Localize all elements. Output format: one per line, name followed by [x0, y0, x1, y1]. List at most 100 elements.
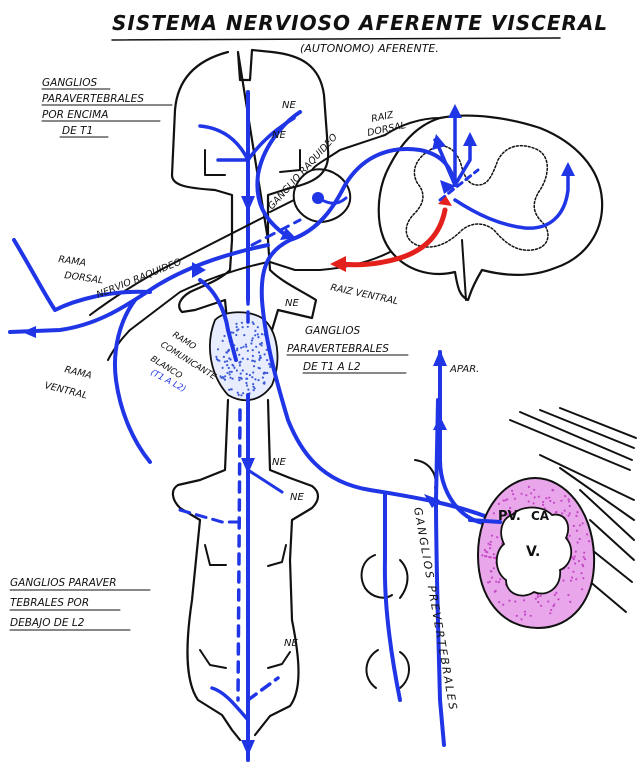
- stipple-dot: [238, 354, 240, 356]
- stipple-dot: [226, 364, 228, 366]
- stipple-dot: [537, 601, 539, 603]
- label-rama-dorsal-1: RAMA: [58, 254, 87, 269]
- stipple-dot: [560, 500, 562, 502]
- stipple-dot: [236, 369, 238, 371]
- label-ga-1: GANGLIOS PARAVER: [10, 577, 117, 589]
- stipple-dot: [259, 357, 261, 359]
- stipple-dot: [569, 512, 571, 514]
- stipple-dot: [215, 356, 217, 358]
- stipple-dot: [505, 499, 507, 501]
- label-ga-3: DEBAJO DE L2: [10, 617, 85, 629]
- trunk-lower-dashed-left: [180, 510, 240, 522]
- stipple-dot: [572, 571, 574, 573]
- stipple-dot: [223, 377, 225, 379]
- stipple-dot: [547, 601, 549, 603]
- stipple-dot: [570, 580, 572, 582]
- label-ga-2: TEBRALES POR: [10, 597, 89, 609]
- stipple-dot: [508, 600, 510, 602]
- label-ganglios-abajo: GANGLIOS PARAVER TEBRALES POR DEBAJO DE …: [10, 577, 117, 629]
- cord-outline: [379, 116, 602, 300]
- stipple-dot: [245, 346, 247, 348]
- prevert-ganglion-4: [366, 650, 378, 688]
- label-ramo-comunicante: RAMO COMUNICANTE BLANCO (T1 A L2): [148, 330, 218, 395]
- spinal-nerve-lower: [270, 262, 295, 270]
- stipple-dot: [252, 383, 254, 385]
- stipple-dot: [489, 547, 491, 549]
- stipple-dot: [533, 502, 535, 504]
- stipple-dot: [540, 605, 542, 607]
- stipple-dot: [249, 374, 251, 376]
- label-gt-1: GANGLIOS: [305, 325, 361, 337]
- stipple-dot: [568, 500, 570, 502]
- stipple-dot: [545, 497, 547, 499]
- prevert-fiber-left: [385, 495, 400, 700]
- stipple-dot: [485, 551, 487, 553]
- stipple-dot: [262, 377, 264, 379]
- title-block: SISTEMA NERVIOSO AFERENTE VISCERAL (AUTO…: [112, 11, 608, 55]
- cord-arrow-up-2: [463, 132, 477, 146]
- stipple-dot: [222, 340, 224, 342]
- stipple-dot: [258, 367, 260, 369]
- red-efferent-path: [340, 210, 445, 265]
- stipple-dot: [242, 369, 244, 371]
- stipple-dot: [247, 350, 249, 352]
- stipple-dot: [252, 321, 254, 323]
- stipple-dot: [530, 492, 532, 494]
- stipple-dot: [578, 560, 580, 562]
- prevert-arrow-up: [433, 350, 447, 366]
- label-ganglios-arriba-3: POR ENCIMA: [42, 109, 108, 121]
- trunk-upper-branch-left: [200, 126, 248, 160]
- stipple-dot: [250, 342, 252, 344]
- stipple-dot: [490, 570, 492, 572]
- upper-notch-left: [205, 150, 225, 175]
- stipple-dot: [512, 493, 514, 495]
- stipple-dot: [231, 388, 233, 390]
- trunk-dashed-right-upper: [252, 220, 300, 245]
- label-apar: APAR.: [449, 364, 479, 375]
- stipple-dot: [253, 365, 255, 367]
- label-ne-1: NE: [282, 100, 296, 111]
- lower-notch-right-2: [268, 652, 290, 668]
- lower-column-right: [255, 400, 318, 735]
- stipple-dot: [257, 336, 259, 338]
- stipple-dot: [230, 358, 232, 360]
- stipple-dot: [232, 332, 234, 334]
- stipple-dot: [268, 363, 270, 365]
- stipple-dot: [247, 358, 249, 360]
- stipple-dot: [583, 556, 585, 558]
- trunk-bottom-branch-right: [248, 678, 278, 700]
- stipple-dot: [226, 360, 228, 362]
- stipple-dot: [238, 394, 240, 396]
- stipple-dot: [229, 373, 231, 375]
- stipple-dot: [568, 498, 570, 500]
- stipple-dot: [586, 533, 588, 535]
- stipple-dot: [240, 347, 242, 349]
- stipple-dot: [481, 554, 483, 556]
- stipple-dot: [254, 378, 256, 380]
- label-ne-4: NE: [272, 457, 286, 468]
- stipple-dot: [261, 333, 263, 335]
- stipple-dot: [493, 512, 495, 514]
- stipple-dot: [226, 372, 228, 374]
- stipple-dot: [263, 381, 265, 383]
- stipple-dot: [228, 349, 230, 351]
- stipple-dot: [561, 512, 563, 514]
- stipple-dot: [254, 330, 256, 332]
- stipple-dot: [534, 496, 536, 498]
- stipple-dot: [219, 375, 221, 377]
- stipple-dot: [569, 505, 571, 507]
- label-ne-6: NE: [284, 638, 298, 649]
- stipple-dot: [528, 486, 530, 488]
- stipple-dot: [562, 579, 564, 581]
- stipple-dot: [582, 565, 584, 567]
- stipple-dot: [555, 511, 557, 513]
- stipple-dot: [257, 326, 259, 328]
- grey-matter-outline: [406, 146, 548, 251]
- stipple-dot: [538, 496, 540, 498]
- stipple-dot: [524, 614, 526, 616]
- stipple-dot: [535, 598, 537, 600]
- stipple-dot: [528, 500, 530, 502]
- stipple-dot: [245, 344, 247, 346]
- trunk-arrow-3: [241, 740, 255, 756]
- stipple-dot: [252, 386, 254, 388]
